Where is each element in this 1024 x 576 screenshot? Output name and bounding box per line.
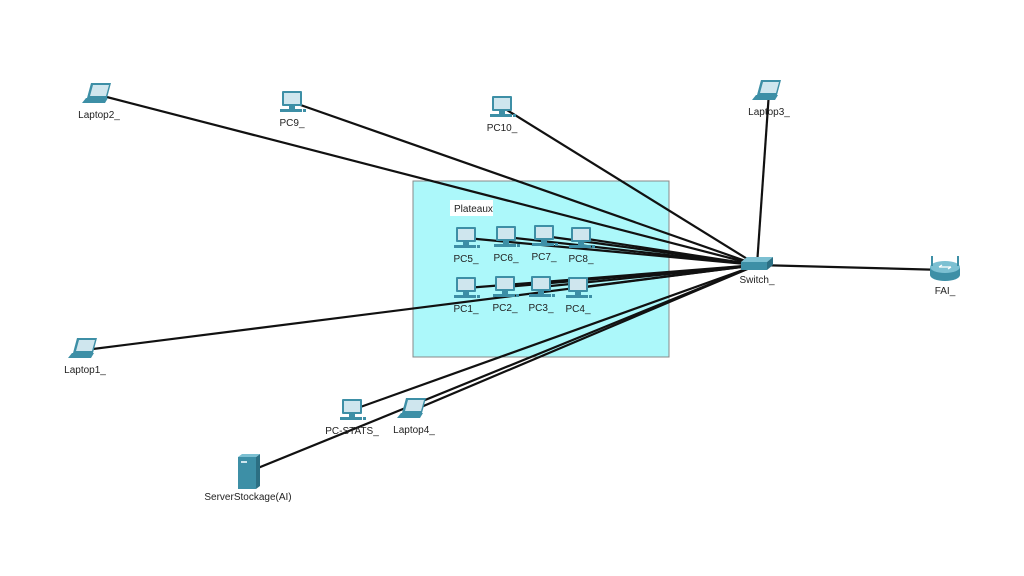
node-label-pc4: PC4_	[565, 304, 590, 315]
node-pc2[interactable]: PC2_	[492, 276, 519, 314]
pc-icon	[454, 277, 480, 298]
nodes: Laptop2_ PC9_ PC10_ Laptop3_ Switch_ FAI_ Lapt…	[64, 80, 960, 503]
pc-icon	[490, 96, 516, 117]
link-laptop2-switch[interactable]	[98, 93, 758, 267]
router-icon	[930, 256, 960, 281]
pc-icon	[532, 225, 558, 246]
laptop-icon	[752, 80, 781, 100]
node-label-fai: FAI_	[935, 286, 956, 297]
node-laptop3[interactable]: Laptop3_	[748, 80, 790, 118]
node-label-pc5: PC5_	[453, 254, 478, 265]
link-server-switch[interactable]	[247, 263, 758, 474]
node-label-laptop2: Laptop2_	[78, 110, 120, 121]
laptop-icon	[82, 83, 111, 103]
pc-icon	[340, 399, 366, 420]
node-label-pcstats: PC-STATS_	[325, 426, 379, 437]
node-server[interactable]: ServerStockage(AI)	[204, 454, 292, 503]
pc-icon	[529, 276, 555, 297]
node-pc9[interactable]: PC9_	[279, 91, 306, 129]
node-laptop1[interactable]: Laptop1_	[64, 338, 106, 376]
node-label-pc10: PC10_	[487, 123, 518, 134]
node-label-switch: Switch_	[739, 275, 774, 286]
laptop-icon	[68, 338, 97, 358]
link-pc10-switch[interactable]	[501, 106, 758, 266]
node-fai[interactable]: FAI_	[930, 256, 960, 297]
node-pc1[interactable]: PC1_	[453, 277, 480, 315]
node-pc10[interactable]: PC10_	[487, 96, 518, 134]
link-switch-fai[interactable]	[756, 263, 946, 272]
node-pcstats[interactable]: PC-STATS_	[325, 399, 379, 437]
node-label-pc2: PC2_	[492, 303, 517, 314]
node-laptop4[interactable]: Laptop4_	[393, 398, 435, 436]
pc-icon	[280, 91, 306, 112]
node-label-pc3: PC3_	[528, 303, 553, 314]
node-label-pc7: PC7_	[531, 252, 556, 263]
node-pc4[interactable]: PC4_	[565, 277, 592, 315]
link-pc4-switch[interactable]	[577, 263, 758, 290]
node-label-pc1: PC1_	[453, 304, 478, 315]
node-label-pc6: PC6_	[493, 253, 518, 264]
node-laptop2[interactable]: Laptop2_	[78, 83, 120, 121]
pc-icon	[566, 277, 592, 298]
server-icon	[238, 454, 260, 489]
node-label-laptop4: Laptop4_	[393, 425, 435, 436]
node-pc5[interactable]: PC5_	[453, 227, 480, 265]
cluster-label-bg	[450, 200, 493, 216]
cluster-plateaux[interactable]: Plateaux	[412, 180, 670, 358]
node-pc7[interactable]: PC7_	[531, 225, 558, 263]
node-pc3[interactable]: PC3_	[528, 276, 555, 314]
node-label-laptop1: Laptop1_	[64, 365, 106, 376]
laptop-icon	[397, 398, 426, 418]
node-switch[interactable]: Switch_	[739, 257, 775, 286]
links	[84, 91, 946, 474]
link-pc9-switch[interactable]	[291, 100, 758, 267]
link-pc8-switch[interactable]	[580, 236, 758, 267]
pc-icon	[493, 276, 519, 297]
link-pcstats-switch[interactable]	[351, 263, 758, 412]
node-label-laptop3: Laptop3_	[748, 107, 790, 118]
pc-icon	[494, 226, 520, 247]
node-label-pc9: PC9_	[279, 118, 304, 129]
node-label-pc8: PC8_	[568, 254, 593, 265]
link-laptop3-switch[interactable]	[755, 91, 771, 266]
pc-icon	[454, 227, 480, 248]
switch-icon	[741, 257, 773, 270]
pc-icon	[569, 227, 595, 248]
node-pc6[interactable]: PC6_	[493, 226, 520, 264]
node-label-server: ServerStockage(AI)	[204, 492, 291, 503]
node-pc8[interactable]: PC8_	[568, 227, 595, 265]
cluster-label: Plateaux	[454, 204, 493, 215]
